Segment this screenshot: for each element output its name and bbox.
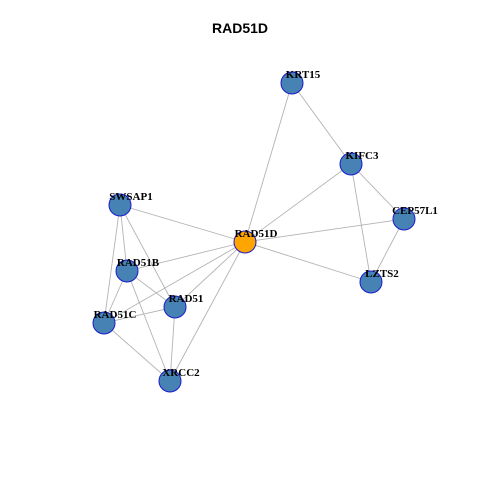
edge-rad51-xrcc2 (169, 306, 176, 382)
node-label-rad51d: RAD51D (235, 228, 278, 240)
node-label-rad51b: RAD51B (117, 257, 160, 269)
edge-cep57l1-rad51d (244, 218, 405, 243)
edge-layer (103, 82, 405, 382)
edge-krt15-kifc3 (291, 82, 352, 165)
node-rad51d (233, 230, 257, 254)
node-label-rad51c: RAD51C (94, 309, 137, 321)
node-label-kifc3: KIFC3 (346, 150, 380, 162)
edge-xrcc2-rad51d (169, 241, 246, 382)
edge-swsap1-rad51 (119, 204, 176, 308)
edge-rad51-rad51c (103, 306, 176, 324)
edge-lzts2-rad51d (244, 241, 372, 283)
node-rad51b (115, 259, 139, 283)
edge-rad51c-xrcc2 (103, 322, 171, 382)
node-rad51c (92, 311, 116, 335)
edge-rad51b-xrcc2 (126, 270, 171, 382)
edge-rad51-rad51d (174, 241, 246, 308)
node-kifc3 (339, 152, 363, 176)
edge-cep57l1-lzts2 (370, 218, 405, 283)
node-layer (92, 71, 416, 393)
edge-rad51b-rad51d (126, 241, 246, 272)
edge-krt15-rad51d (244, 82, 293, 243)
node-label-rad51: RAD51 (169, 293, 204, 305)
node-label-krt15: KRT15 (286, 69, 321, 81)
node-label-swsap1: SWSAP1 (109, 191, 152, 203)
edge-swsap1-rad51d (119, 204, 246, 243)
node-swsap1 (108, 193, 132, 217)
node-krt15 (280, 71, 304, 95)
edge-kifc3-lzts2 (350, 163, 372, 283)
node-label-xrcc2: XRCC2 (162, 367, 200, 379)
node-cep57l1 (392, 207, 416, 231)
edge-kifc3-cep57l1 (350, 163, 405, 220)
edge-kifc3-rad51d (244, 163, 352, 243)
edge-rad51c-rad51d (103, 241, 246, 324)
graph-title: RAD51D (211, 20, 268, 36)
node-xrcc2 (158, 369, 182, 393)
edge-swsap1-rad51c (103, 204, 121, 324)
node-label-lzts2: LZTS2 (365, 268, 399, 280)
node-label-cep57l1: CEP57L1 (392, 205, 438, 217)
node-lzts2 (359, 270, 383, 294)
node-rad51 (163, 295, 187, 319)
